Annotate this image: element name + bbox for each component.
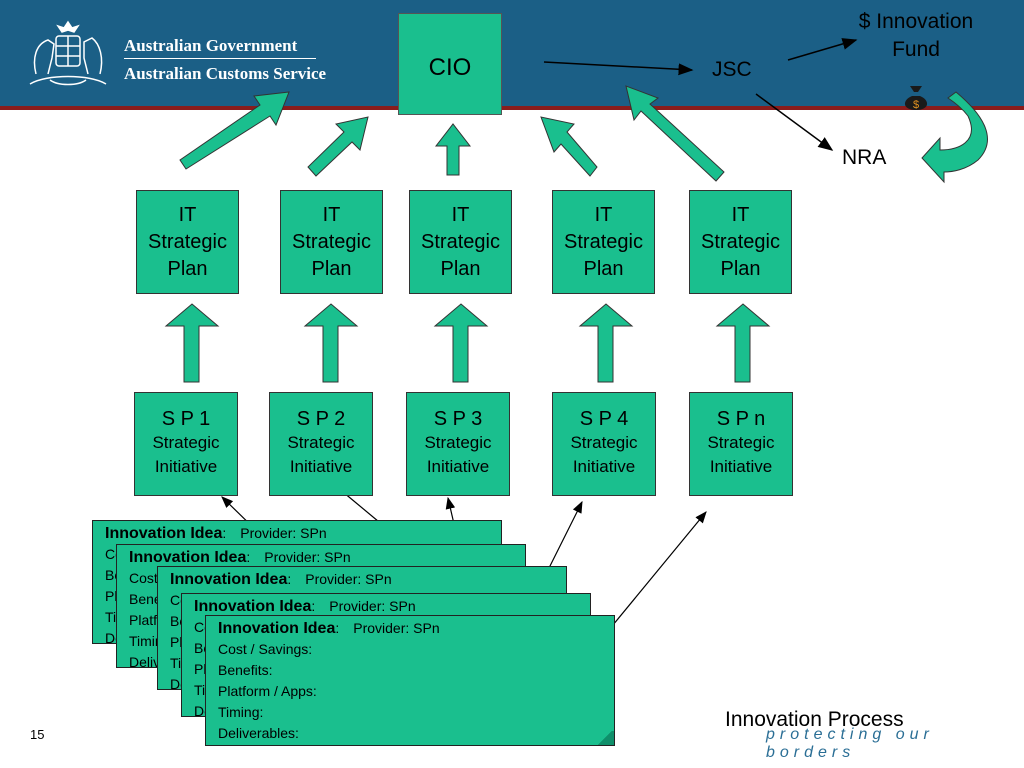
sp-id: S P 2: [296, 408, 346, 430]
sp-line2: Initiative: [572, 457, 636, 476]
sp1-to-plan1-arrow: [164, 303, 220, 383]
sp-id: S P 4: [579, 408, 629, 430]
card-title: Innovation Idea: [170, 571, 288, 588]
card-provider: Provider: SPn: [264, 549, 351, 565]
sp-box: S P 3 Strategic Initiative: [406, 392, 510, 496]
plan3-to-cio-arrow: [434, 123, 472, 176]
card-colon: :: [311, 598, 316, 614]
card-title: Innovation Idea: [218, 620, 336, 637]
gov-title: Australian Government: [124, 36, 298, 55]
sp-line1: Strategic: [570, 433, 638, 452]
it-plan-box: IT Strategic Plan: [689, 190, 792, 294]
jsc-to-fund-arrow: [787, 38, 858, 61]
card-field: Cost / Savings:: [218, 641, 313, 657]
cio-label: CIO: [428, 54, 472, 81]
it-plan-box: IT Strategic Plan: [409, 190, 512, 294]
svg-text:$: $: [913, 99, 919, 111]
card-title: Innovation Idea: [194, 598, 312, 615]
sp-line1: Strategic: [152, 433, 220, 452]
card-provider: Provider: SPn: [305, 571, 392, 587]
nra-label: NRA: [842, 146, 887, 169]
card-provider: Provider: SPn: [240, 525, 327, 541]
tagline: protecting our borders: [766, 726, 934, 761]
sp-box: S P 1 Strategic Initiative: [134, 392, 238, 496]
jsc-label: JSC: [712, 58, 752, 81]
it-plan-box: IT Strategic Plan: [552, 190, 655, 294]
card-colon: :: [335, 620, 340, 636]
sp-line2: Initiative: [426, 457, 490, 476]
card-field: Benefits:: [218, 662, 273, 678]
card-provider: Provider: SPn: [353, 620, 440, 636]
header-banner: Australian Government Australian Customs…: [0, 0, 1024, 110]
innovation-idea-card: Innovation Idea: Provider: SPn Cost / Sav…: [205, 615, 615, 746]
jsc-to-nra-arrow: [755, 93, 834, 151]
sp-id: S P 3: [433, 408, 483, 430]
coat-of-arms-icon: [29, 20, 107, 86]
gov-divider: [124, 58, 316, 59]
plan5-to-cio-arrow: [625, 85, 725, 182]
agency-name: Australian Customs Service: [124, 64, 327, 83]
sp-box: S P 4 Strategic Initiative: [552, 392, 656, 496]
card-provider: Provider: SPn: [329, 598, 416, 614]
spn-to-plan5-arrow: [715, 303, 771, 383]
sp4-to-plan4-arrow: [578, 303, 634, 383]
cio-to-jsc-arrow: [543, 61, 694, 76]
sp-id: S P n: [716, 408, 766, 430]
card-colon: :: [246, 549, 251, 565]
slide-caption: Innovation Process: [725, 708, 904, 731]
page-number: 15: [30, 727, 45, 742]
cio-box: CIO: [398, 13, 502, 115]
card-colon: :: [287, 571, 292, 587]
money-bag-icon: $: [904, 86, 928, 111]
page-curl-icon: [596, 731, 614, 745]
sp-line2: Initiative: [289, 457, 353, 476]
sp-line1: Strategic: [707, 433, 775, 452]
card-field: Platform / Apps:: [218, 683, 317, 699]
sp-line2: Initiative: [709, 457, 773, 476]
sp-id: S P 1: [161, 408, 211, 430]
card-colon: :: [222, 525, 227, 541]
sp-line1: Strategic: [287, 433, 355, 452]
it-plan-box: IT Strategic Plan: [136, 190, 239, 294]
card-title: Innovation Idea: [129, 549, 247, 566]
plan2-to-cio-arrow: [307, 116, 369, 177]
card-title: Innovation Idea: [105, 525, 223, 542]
sp-line2: Initiative: [154, 457, 218, 476]
card-field: Deliverables:: [218, 725, 299, 741]
sp2-to-plan2-arrow: [303, 303, 359, 383]
sp-box: S P 2 Strategic Initiative: [269, 392, 373, 496]
innovation-fund-label: $ Innovation Fund: [858, 10, 974, 61]
sp3-to-plan3-arrow: [433, 303, 489, 383]
fund-to-nra-curved-arrow: [921, 91, 988, 184]
it-plan-box: IT Strategic Plan: [280, 190, 383, 294]
card-field: Timing:: [218, 704, 264, 720]
plan4-to-cio-arrow: [540, 116, 598, 177]
sp-box: S P n Strategic Initiative: [689, 392, 793, 496]
plan1-to-cio-arrow: [179, 91, 290, 170]
sp-line1: Strategic: [424, 433, 492, 452]
